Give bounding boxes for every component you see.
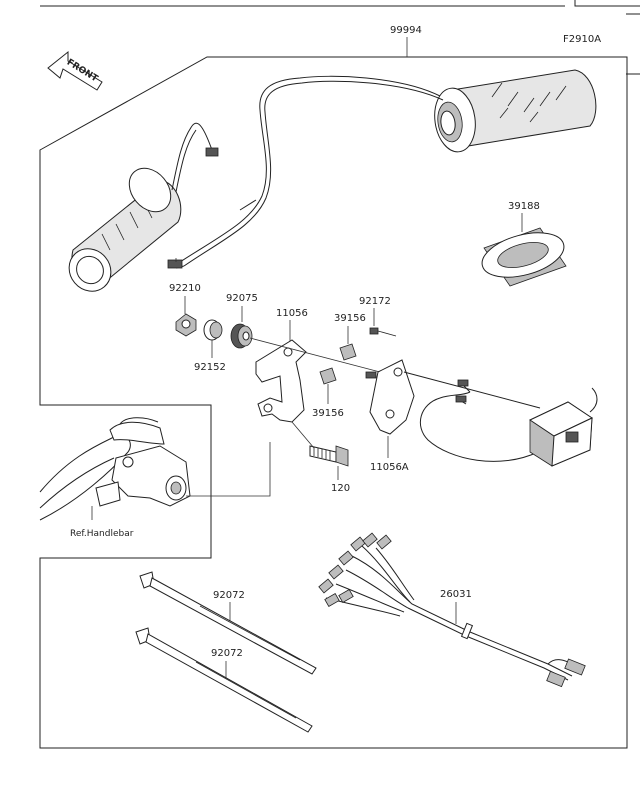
bolt-120 [309, 445, 349, 467]
handlebar-reference [39, 417, 191, 521]
switch-connector-2 [455, 395, 467, 403]
part-label-92152: 92152 [194, 362, 226, 373]
cable-tie-92072a [139, 571, 317, 675]
wire-harness-26031 [318, 532, 586, 688]
part-label-92210: 92210 [169, 283, 201, 294]
part-label-92072a: 92072 [213, 590, 245, 601]
bracket-11056A [365, 359, 415, 435]
front-arrow-icon: FRONT [47, 50, 103, 91]
grommet-92075 [230, 323, 253, 349]
part-label-92072b: 92072 [211, 648, 243, 659]
left-grip-heater [68, 167, 182, 292]
left-connector [205, 147, 219, 157]
cable-tie-92072b [135, 627, 313, 733]
part-label-39156b: 39156 [312, 408, 344, 419]
screw-92172 [369, 327, 397, 337]
part-label-11056A: 11056A [370, 462, 409, 473]
bolt-axis [291, 421, 315, 449]
nut-92210 [175, 313, 197, 337]
left-grip-wire-2 [175, 129, 197, 193]
grip-cable-outer [183, 80, 444, 267]
part-label-92172: 92172 [359, 296, 391, 307]
page-corner-box [574, 0, 640, 7]
part-label-39156a: 39156 [334, 313, 366, 324]
part-label-26031: 26031 [440, 589, 472, 600]
ref-handlebar-label: Ref.Handlebar [70, 529, 134, 539]
pad-39156a [339, 343, 357, 361]
switch-cable [419, 391, 539, 462]
collar-92152 [203, 319, 223, 341]
part-label-92075: 92075 [226, 293, 258, 304]
kit-outline [39, 56, 628, 749]
connector-plug [167, 259, 183, 269]
part-label-11056: 11056 [276, 308, 308, 319]
part-label-120: 120 [331, 483, 350, 494]
part-label-39188: 39188 [508, 201, 540, 212]
assembly-axis [249, 337, 381, 373]
cable-band [239, 199, 257, 211]
figure-id: F2910A [563, 34, 601, 45]
part-label-99994: 99994 [390, 25, 422, 36]
switch-connector [457, 379, 469, 387]
pad-39156b [319, 367, 337, 385]
heater-switch [528, 387, 598, 467]
bracket-11056 [255, 339, 307, 423]
switch-axis [403, 371, 541, 409]
grip-cable [179, 75, 441, 263]
seal-ring [481, 227, 567, 287]
left-grip-wire [171, 122, 213, 191]
leader-ref-bracket [186, 442, 271, 497]
right-grip-heater [434, 69, 597, 153]
